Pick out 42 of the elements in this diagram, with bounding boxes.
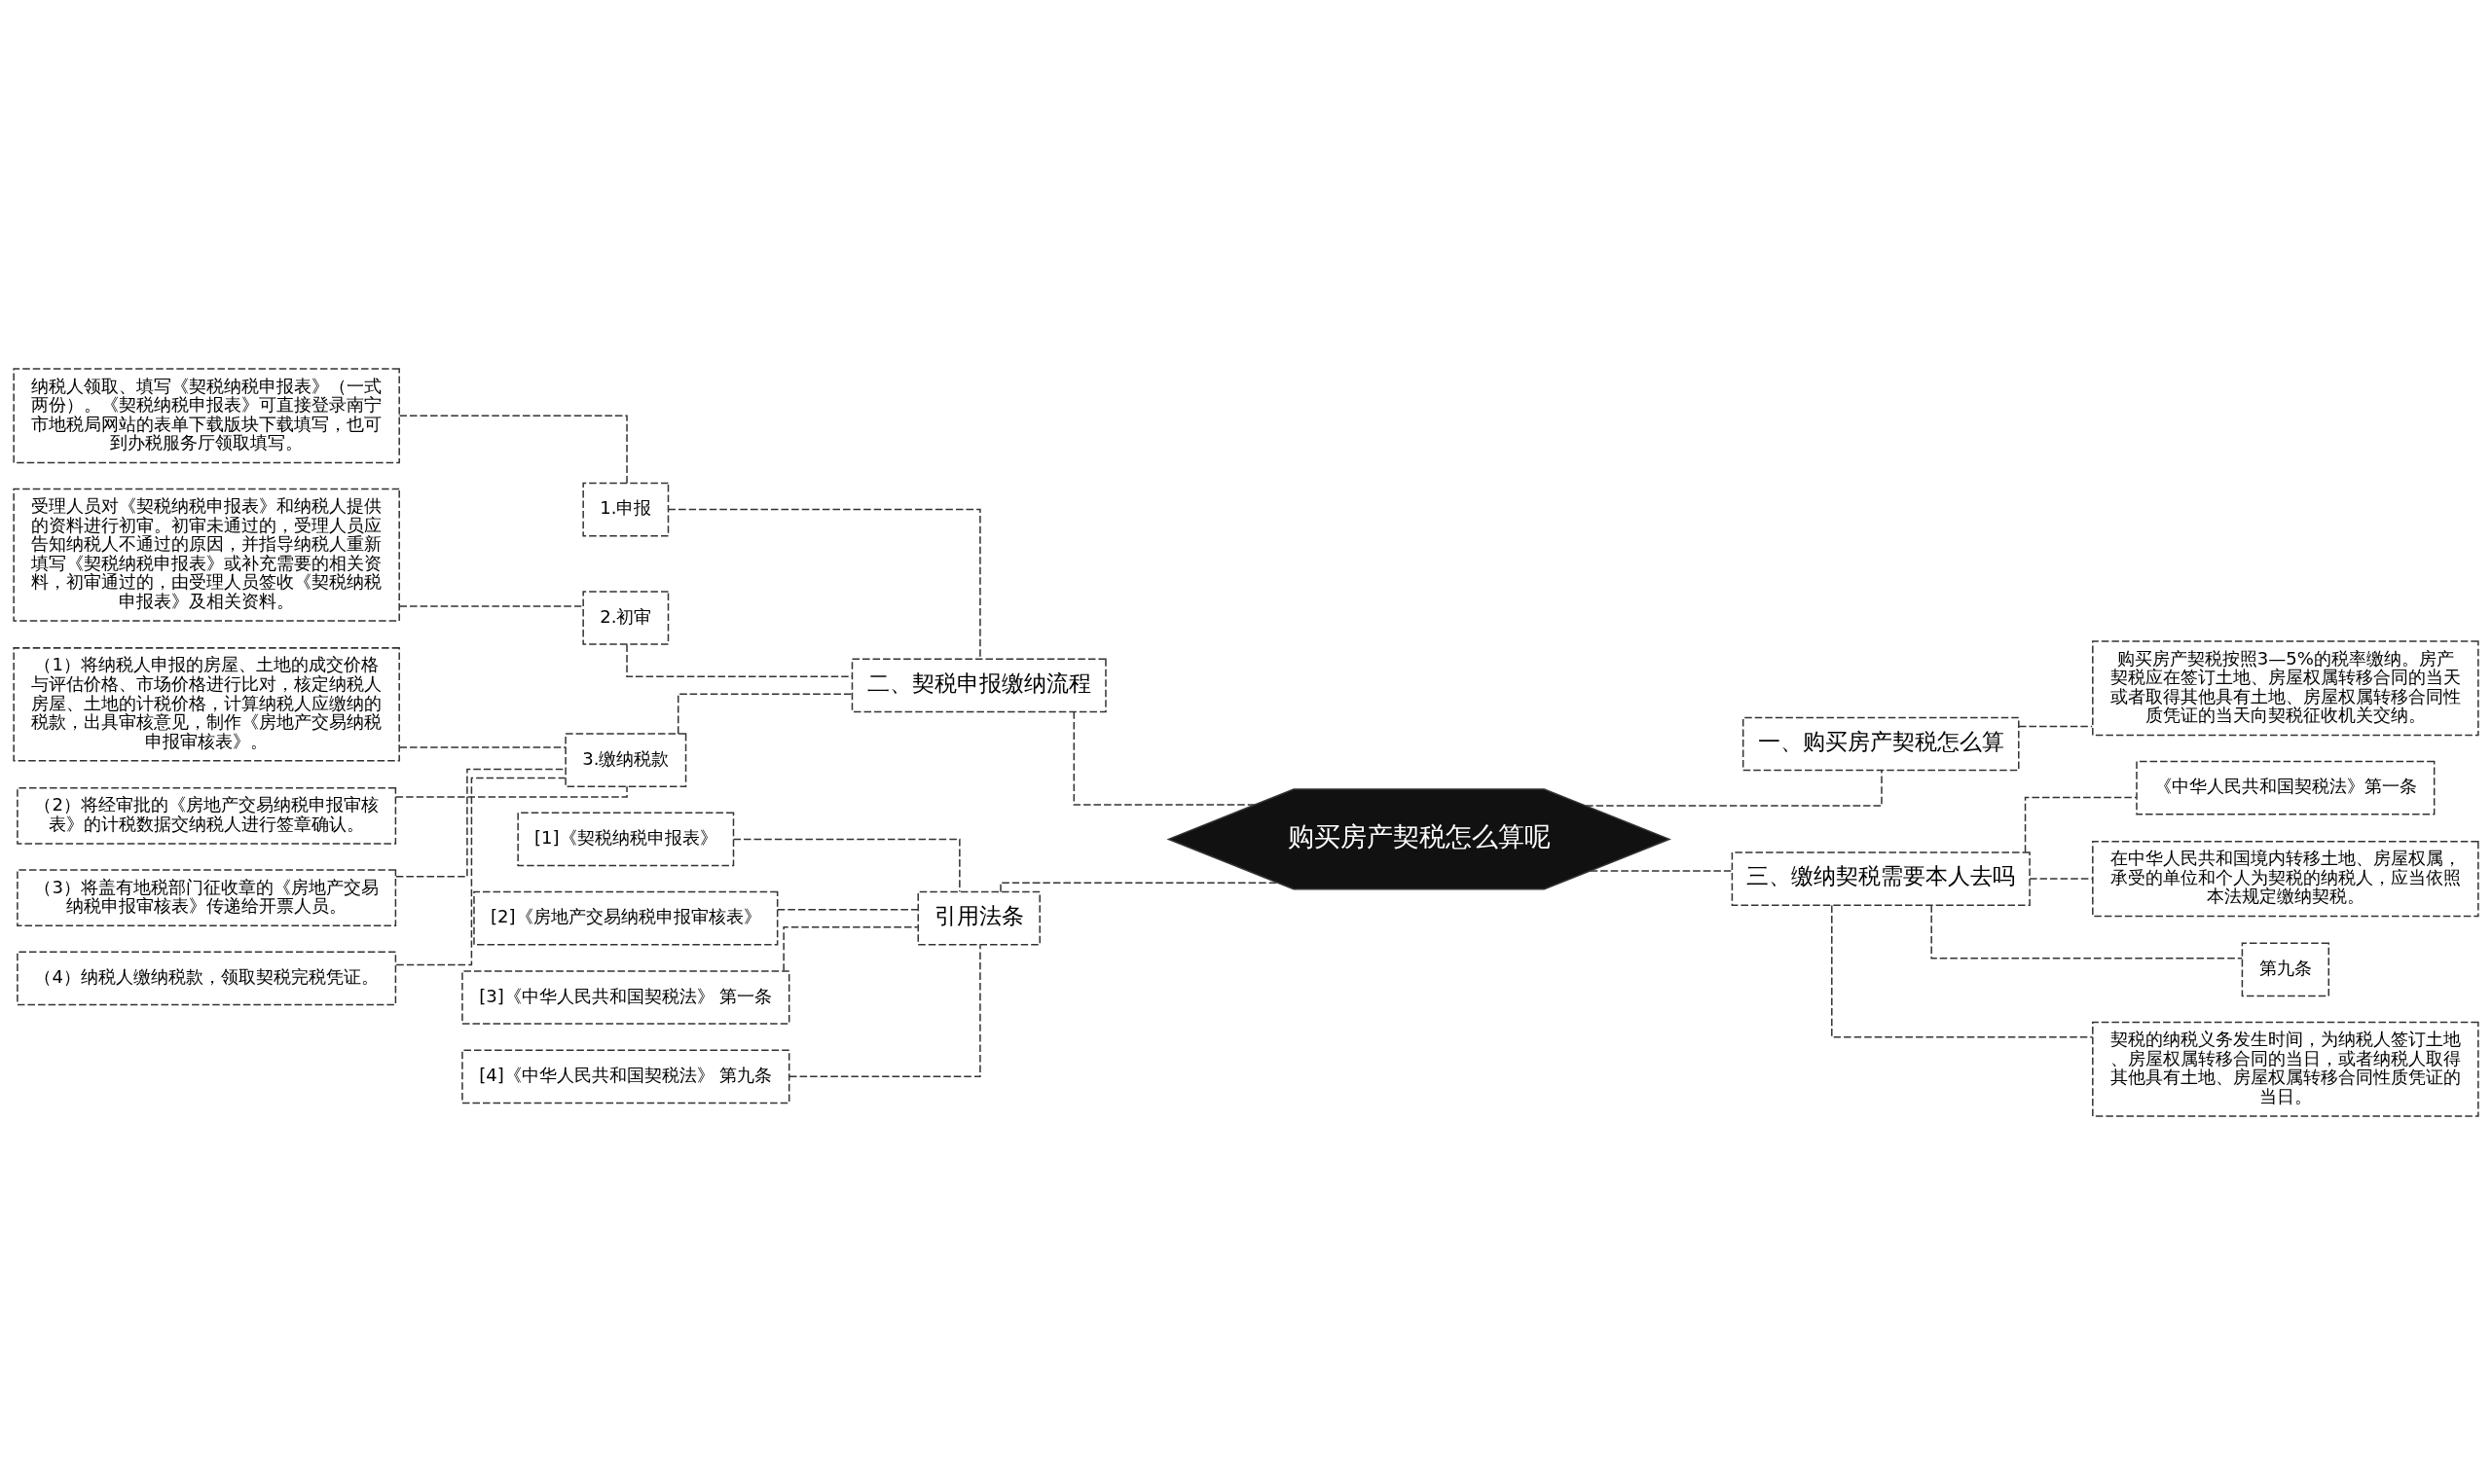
node-box: 购买房产契税按照3—5%的税率缴纳。房产契税应在签订土地、房屋权属转移合同的当天或者取得其他具有土地、房屋权属转移合同性质凭证的当天向契税征收机关交纳。 [2092,639,2479,736]
connector [668,508,981,660]
connector [1831,904,2094,1037]
node-box: 在中华人民共和国境内转移土地、房屋权属，承受的单位和个人为契税的纳税人，应当依照本法规定缴纳契税。 [2092,840,2479,917]
connector [1000,882,1279,892]
node-box: （3）将盖有地税部门征收章的《房地产交易纳税申报审核表》传递给开票人员。 [17,868,397,926]
node-box: 三、缴纳契税需要本人去吗 [1731,851,2031,906]
connector [2029,877,2093,880]
node-box: 纳税人领取、填写《契税纳税申报表》（一式两份）。《契税纳税申报表》可直接登录南宁市地税局网站的表单下载版块下载填写，也可到办税服务厅领取填写。 [13,367,400,463]
connector [783,925,919,971]
node-box: [2]《房地产交易纳税申报审核表》 [473,890,779,946]
connector [777,908,919,910]
node-box: [3]《中华人民共和国契税法》 第一条 [461,969,790,1025]
node-box: 2.初审 [582,590,670,645]
node-box: 第九条 [2241,942,2329,996]
connector [395,777,567,965]
node-box: 3.缴纳税款 [565,732,687,787]
connector [2018,725,2093,727]
connector [398,414,628,484]
connector [1930,904,2243,959]
node-box: 1.申报 [582,482,670,536]
node-box: 引用法条 [917,890,1041,946]
connector [732,838,961,892]
node-box: [1]《契税纳税申报表》 [517,812,735,866]
connector [1589,869,1733,872]
connector [394,784,628,798]
node-box: [4]《中华人民共和国契税法》 第九条 [461,1048,790,1104]
connector [788,944,981,1077]
node-box: （4）纳税人缴纳税款，领取契税完税凭证。 [17,951,397,1005]
node-box: 一、购买房产契税怎么算 [1741,716,2020,771]
node-box: 《中华人民共和国契税法》第一条 [2136,760,2436,815]
connector [677,693,853,735]
node-box: 二、契税申报缴纳流程 [851,657,1107,712]
node-box: （1）将纳税人申报的房屋、土地的成交价格与评估价格、市场价格进行比对，核定纳税人房屋、土地的计税价格，计算纳税人应缴纳的税款，出具审核意见，制作《房地产交易纳税申报审核表》。 [13,646,400,762]
connector [2024,796,2138,852]
connector [1073,710,1256,806]
node-box: （2）将经审批的《房地产交易纳税申报审核表》的计税数据交纳税人进行签章确认。 [17,786,397,845]
connector [1585,769,1883,807]
connector [398,745,567,748]
node-box: 受理人员对《契税纳税申报表》和纳税人提供的资料进行初审。初审未通过的，受理人员应告知纳税人不通过的原因，并指导纳税人重新填写《契税纳税申报表》或补充需要的相关资料，初审通过的，由受理人员签收《契税纳税申报表》及相关资料。 [13,488,400,622]
connector [398,604,584,607]
node-box: 契税的纳税义务发生时间，为纳税人签订土地、房屋权属转移合同的当日，或者纳税人取得其他具有土地、房屋权属转移合同性质凭证的当日。 [2092,1021,2479,1117]
